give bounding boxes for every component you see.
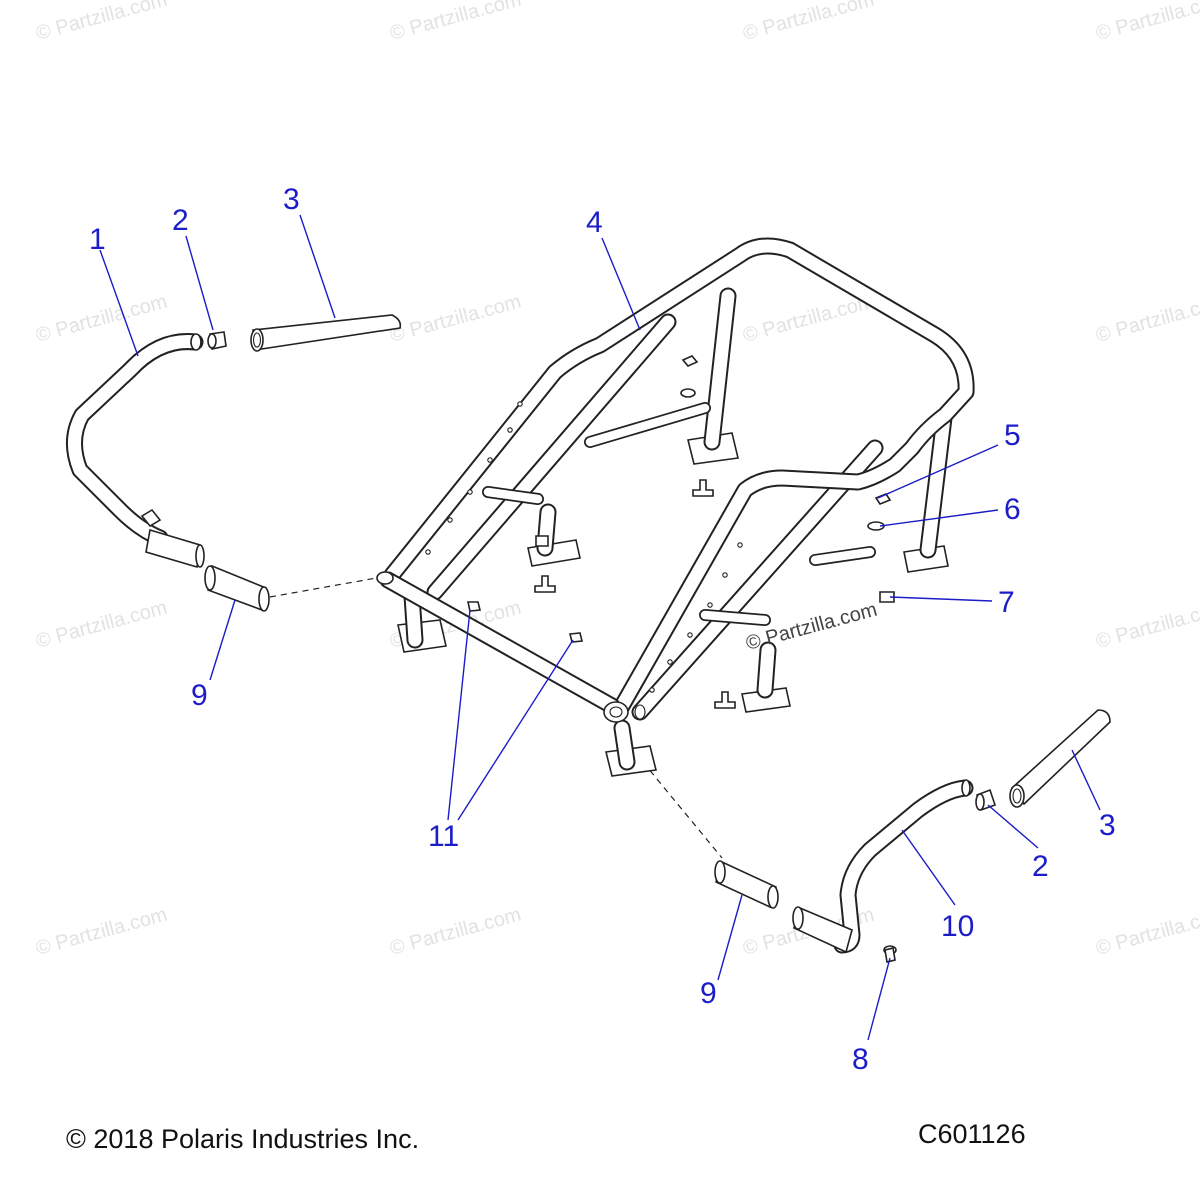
callout-7: 7 bbox=[998, 586, 1015, 619]
callout-9-left: 9 bbox=[191, 679, 208, 712]
right-bent-tube bbox=[792, 779, 974, 954]
diagram-code: C601126 bbox=[918, 1119, 1026, 1149]
end-cap-left bbox=[207, 331, 227, 350]
center-stamp: © Partzilla.com bbox=[744, 599, 880, 655]
watermark-layer: © Partzilla.com © Partzilla.com © Partzi… bbox=[34, 0, 1200, 960]
nut-11b bbox=[568, 632, 584, 643]
callout-10: 10 bbox=[941, 910, 974, 943]
callout-8: 8 bbox=[852, 1043, 869, 1076]
sleeve-left bbox=[204, 564, 270, 612]
callout-2-left: 2 bbox=[172, 204, 189, 237]
callout-11: 11 bbox=[428, 820, 459, 853]
watermark: © Partzilla.com bbox=[741, 291, 877, 347]
rack-frame bbox=[376, 237, 975, 777]
watermark: © Partzilla.com bbox=[1094, 291, 1200, 347]
grip-left bbox=[250, 314, 402, 352]
copyright-text: © 2018 Polaris Industries Inc. bbox=[66, 1124, 419, 1154]
watermark: © Partzilla.com bbox=[388, 0, 524, 45]
watermark: © Partzilla.com bbox=[34, 291, 170, 347]
dashed-assembly-line bbox=[269, 576, 383, 598]
assembly-lines bbox=[269, 576, 723, 859]
watermark: © Partzilla.com bbox=[741, 0, 877, 45]
callout-3-right: 3 bbox=[1099, 809, 1116, 842]
watermark: © Partzilla.com bbox=[388, 291, 524, 347]
screw-8 bbox=[883, 945, 897, 963]
callout-1: 1 bbox=[89, 223, 106, 256]
frame-fasteners bbox=[534, 355, 895, 709]
callout-2-right: 2 bbox=[1032, 850, 1049, 883]
watermark: © Partzilla.com bbox=[1094, 0, 1200, 45]
rail-holes bbox=[425, 401, 743, 693]
end-cap-right bbox=[975, 788, 997, 812]
callout-3-left: 3 bbox=[283, 183, 300, 216]
watermark: © Partzilla.com bbox=[34, 597, 170, 653]
watermark: © Partzilla.com bbox=[34, 0, 170, 45]
left-bent-tube bbox=[66, 333, 205, 569]
callout-4: 4 bbox=[586, 206, 603, 239]
watermark: © Partzilla.com bbox=[1094, 904, 1200, 960]
watermark: © Partzilla.com bbox=[34, 904, 170, 960]
sleeve-right bbox=[714, 860, 779, 909]
callout-5: 5 bbox=[1004, 419, 1021, 452]
grip-right bbox=[1009, 709, 1111, 808]
callout-6: 6 bbox=[1004, 493, 1021, 526]
nut-11a bbox=[467, 601, 482, 612]
callout-numbers: 1 2 3 4 5 6 7 8 9 9 10 11 2 3 bbox=[89, 183, 1116, 1076]
callout-9-right: 9 bbox=[700, 977, 717, 1010]
watermark: © Partzilla.com bbox=[1094, 597, 1200, 653]
watermark: © Partzilla.com bbox=[388, 904, 524, 960]
leader-lines bbox=[99, 214, 1101, 1041]
